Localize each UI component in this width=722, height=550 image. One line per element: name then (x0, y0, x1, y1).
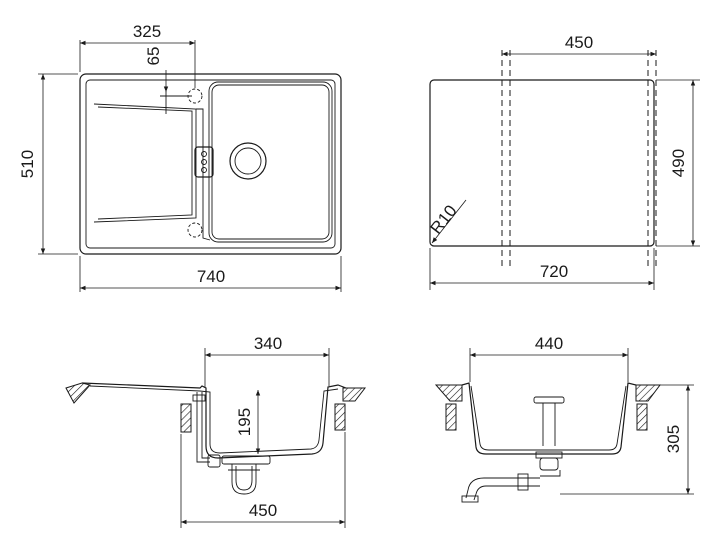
sink-profile (81, 382, 347, 459)
dim-corner-radius: R10 (427, 201, 461, 237)
sink-inner-rim (85, 79, 336, 249)
overflow-hole (201, 167, 207, 173)
front-section: 440 305 (434, 334, 694, 503)
dim-side-bowl-depth: 195 (235, 408, 254, 436)
dim-bowl-offset: 325 (133, 22, 161, 41)
overflow-hole (201, 151, 207, 157)
dim-overall-width: 740 (197, 267, 225, 286)
front-profile (461, 382, 637, 455)
dim-drainer-offset: 65 (144, 47, 163, 66)
top-view: 325 65 510 740 (18, 22, 342, 292)
bowl-inner (211, 84, 330, 240)
drain-outer (229, 142, 267, 180)
bowl-outline (208, 81, 333, 243)
drainer-inner (97, 106, 193, 220)
dim-side-drain-offset: 450 (249, 501, 277, 520)
sink-profile-inner (89, 385, 339, 454)
drainer-edge (196, 108, 211, 241)
overflow-slot (194, 146, 214, 178)
dim-bracket-spacing: 450 (565, 33, 593, 52)
cutout-view: 450 490 R10 720 (427, 33, 700, 290)
drainer-board (93, 103, 197, 223)
front-profile-inner (470, 385, 627, 451)
dim-front-bowl-width: 440 (535, 334, 563, 353)
overflow-hole (201, 159, 207, 165)
sink-outline (79, 73, 342, 255)
cutout-outline (429, 79, 655, 247)
side-section: 340 195 450 (65, 334, 367, 528)
tap-hole-option (187, 222, 203, 238)
dim-cutout-depth: 490 (669, 149, 688, 177)
dim-side-bowl-width: 340 (254, 334, 282, 353)
dim-front-height: 305 (664, 425, 683, 453)
dim-overall-depth: 510 (18, 150, 37, 178)
dim-cutout-width: 720 (540, 262, 568, 281)
drain-inner (234, 147, 262, 175)
